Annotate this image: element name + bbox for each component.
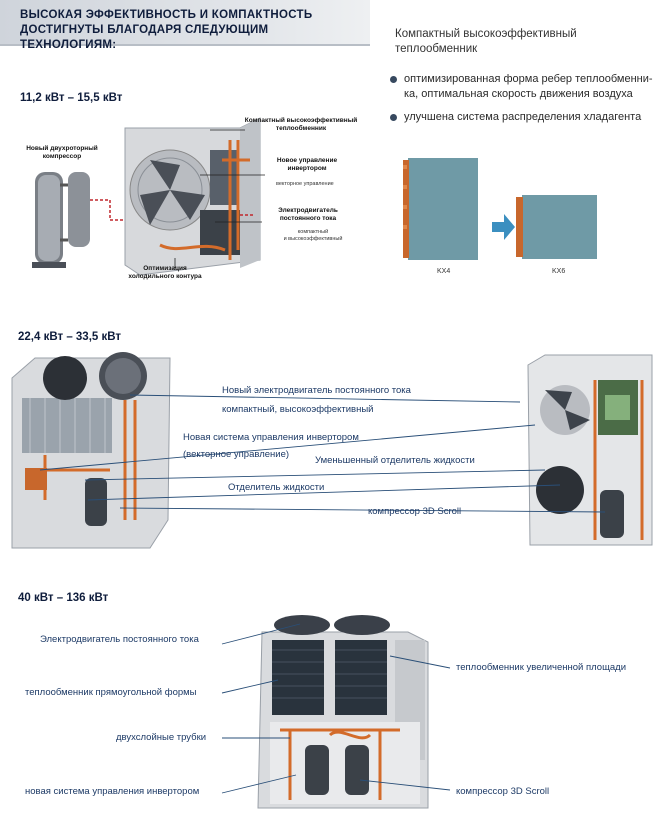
callout-rect-hx: теплообменник прямоугольной формы (25, 687, 197, 698)
callout-double-tubes: двухслойные трубки (116, 732, 207, 743)
unit-medium-right-illustration (527, 354, 653, 546)
label-line: Компактный высокоэффективный (244, 117, 358, 124)
compressor-label: Новый двухроторный компрессор (14, 145, 110, 161)
section1-power-range: 11,2 кВт – 15,5 кВт (20, 92, 123, 104)
callout-small-accumulator: Уменьшенный отделитель жидкости (315, 455, 475, 466)
tech-title: Компактный высокоэффективный теплообменн… (395, 27, 635, 57)
callout-scroll-compressor: компрессор 3D Scroll (368, 506, 462, 517)
header-banner (0, 0, 370, 46)
dc-motor-label: Электродвигатель постоянного тока (258, 207, 358, 223)
label-line: постоянного тока (279, 215, 337, 222)
bullet-text: ка, оптимальная скорость движения воздух… (404, 88, 633, 100)
section2-power-range: 22,4 кВт – 33,5 кВт (18, 331, 122, 343)
callout-dc-motor-sub: компактный, высокоэффективный (222, 404, 374, 415)
page-title: ВЫСОКАЯ ЭФФЕКТИВНОСТЬ И КОМПАКТНОСТЬ ДОС… (20, 8, 365, 53)
inverter-label: Новое управление инвертором (262, 157, 352, 173)
bullet-text: улучшена система распределения хладагент… (404, 111, 642, 123)
callout-accumulator: Отделитель жидкости (228, 482, 325, 493)
bullet-item: улучшена система распределения хладагент… (390, 110, 654, 125)
title-line-2: ДОСТИГНУТЫ БЛАГОДАРЯ СЛЕДУЮЩИМ ТЕХНОЛОГИ… (20, 24, 269, 51)
label-line: Оптимизация (143, 265, 187, 272)
unit-large-illustration (257, 615, 429, 809)
callout-inverter-large: новая система управления инвертором (25, 786, 200, 797)
callout-lines-large (221, 623, 451, 794)
callout-inverter: Новая система управления инвертором (183, 432, 359, 443)
callout-dc-motor: Новый электродвигатель постоянного тока (222, 385, 411, 396)
heat-exchanger-label: Компактный высокоэффективный теплообменн… (236, 117, 366, 133)
label-line: холодильного контура (128, 273, 202, 280)
unit-medium-left-illustration (11, 352, 171, 549)
title-line-1: ВЫСОКАЯ ЭФФЕКТИВНОСТЬ И КОМПАКТНОСТЬ (20, 9, 313, 21)
inverter-sublabel: векторное управление (276, 181, 334, 187)
label-line: компрессор (42, 153, 82, 160)
callout-scroll-large: компрессор 3D Scroll (456, 786, 550, 797)
label-line: Новое управление (276, 157, 338, 164)
heat-exchanger-kx4 (403, 158, 478, 260)
section3-power-range: 40 кВт – 136 кВт (18, 592, 109, 604)
tech-title-line-1: Компактный высокоэффективный (395, 28, 577, 40)
tech-title-line-2: теплообменник (395, 43, 478, 55)
hx-label-kx6: KX6 (552, 268, 566, 275)
compressor-illustration (32, 172, 90, 268)
callout-large-hx: теплообменник увеличенной площади (456, 662, 627, 673)
label-line: Электродвигатель (278, 207, 338, 214)
label-line: компактный (297, 229, 329, 235)
heat-exchanger-kx6 (516, 195, 597, 259)
hx-label-kx4: KX4 (437, 268, 451, 275)
label-line: теплообменник (275, 125, 327, 132)
bullet-text: оптимизированная форма ребер теплообменн… (404, 73, 653, 85)
callout-dc-motor-large: Электродвигатель постоянного тока (40, 634, 199, 645)
refrigerant-circuit-label: Оптимизация холодильного контура (110, 265, 220, 281)
unit-small-illustration (124, 117, 261, 276)
label-line: инвертором (287, 165, 327, 172)
bullet-item: оптимизированная форма ребер теплообменн… (390, 72, 654, 102)
callout-inverter-sub: (векторное управление) (183, 449, 290, 460)
arrow-icon (492, 214, 515, 240)
label-line: и высокоэффективный (283, 236, 343, 242)
dc-motor-sublabel: компактный и высокоэффективный (278, 229, 348, 243)
label-line: Новый двухроторный (26, 145, 98, 152)
callout-lines (39, 394, 606, 513)
